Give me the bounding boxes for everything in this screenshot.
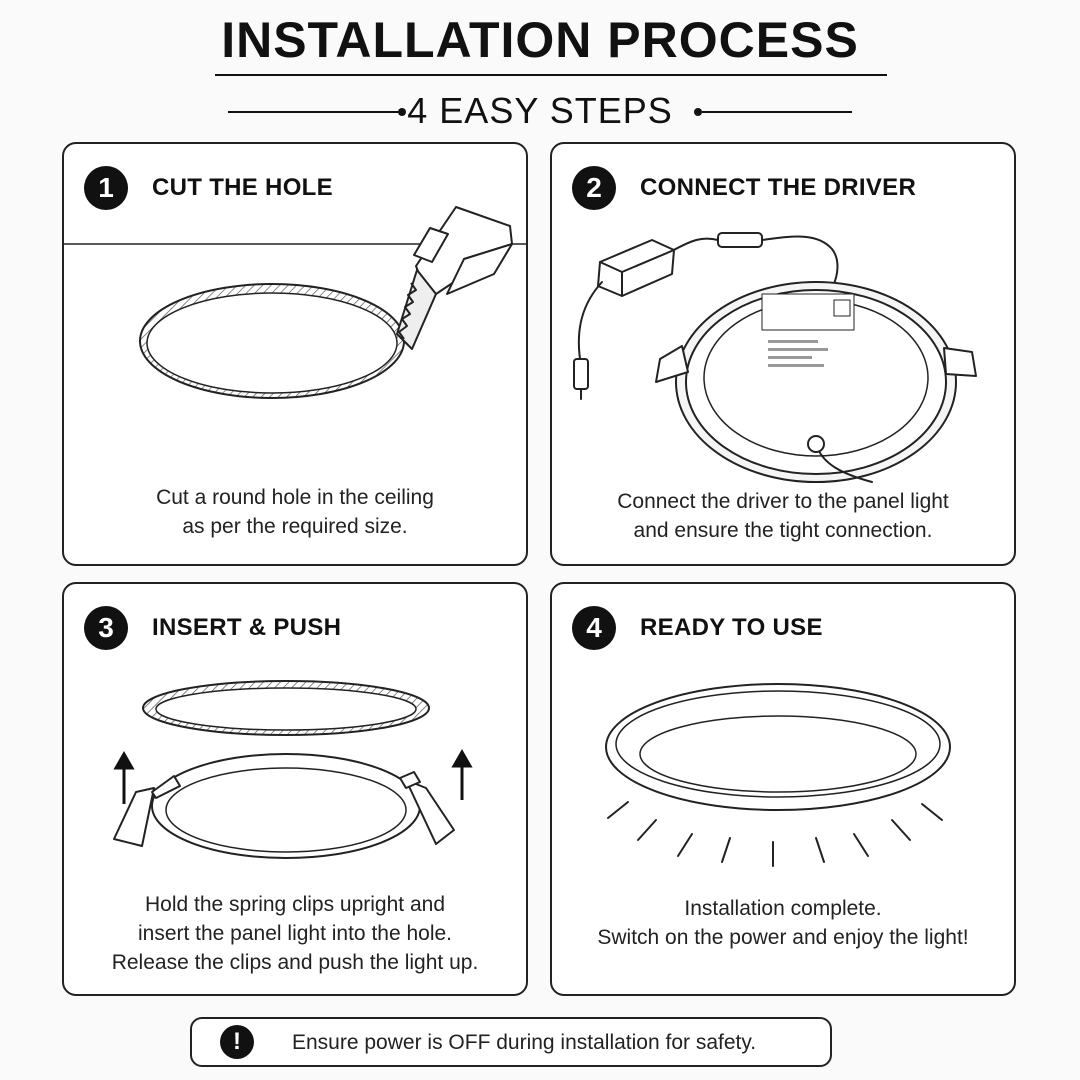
subtitle-dot-right (694, 108, 702, 116)
step-number-badge: 4 (572, 606, 616, 650)
description-line: Release the clips and push the light up. (111, 951, 479, 974)
step-header-1: 1 CUT THE HOLE (84, 164, 333, 212)
step-title: INSERT & PUSH (152, 614, 342, 641)
warning-text: Ensure power is OFF during installation … (292, 1031, 757, 1054)
driver-and-panel-icon (573, 232, 977, 483)
exclamation-icon: ! (220, 1025, 254, 1059)
step-title: CONNECT THE DRIVER (640, 174, 917, 201)
description-line: Connect the driver to the panel light (617, 490, 949, 513)
step-header-2: 2 CONNECT THE DRIVER (572, 164, 916, 212)
subtitle-rule-left (228, 111, 398, 113)
step-header-3: 3 INSERT & PUSH (84, 604, 341, 652)
step-description: Hold the spring clips upright and insert… (64, 890, 526, 977)
description-line: Cut a round hole in the ceiling (156, 486, 434, 509)
page-subtitle: 4 EASY STEPS (407, 90, 673, 131)
step-description: Installation complete. Switch on the pow… (552, 894, 1014, 952)
step-card-3: 3 INSERT & PUSH Hold the spring clips up… (62, 582, 528, 996)
subtitle-rule-right (702, 111, 852, 113)
saw-cutting-ceiling-icon (64, 206, 526, 399)
step-description: Connect the driver to the panel light an… (552, 487, 1014, 545)
step-card-4: 4 READY TO USE Installation complete. Sw… (550, 582, 1016, 996)
step-header-4: 4 READY TO USE (572, 604, 823, 652)
subtitle-dot-left (398, 108, 406, 116)
description-line: Hold the spring clips upright and (144, 893, 445, 916)
insert-panel-icon (113, 680, 473, 859)
description-line: insert the panel light into the hole. (137, 922, 453, 945)
page-title: INSTALLATION PROCESS (221, 12, 859, 68)
description-line: Switch on the power and enjoy the light! (597, 926, 969, 949)
step-card-1: 1 CUT THE HOLE Cut a round hole in the c… (62, 142, 528, 566)
step-number-badge: 1 (84, 166, 128, 210)
glowing-panel-icon (605, 683, 951, 867)
safety-warning-banner: ! Ensure power is OFF during installatio… (190, 1017, 832, 1067)
step-number-badge: 3 (84, 606, 128, 650)
subtitle-row: 4 EASY STEPS (228, 86, 852, 136)
step-description: Cut a round hole in the ceiling as per t… (64, 483, 526, 541)
title-underline (215, 74, 887, 76)
description-line: as per the required size. (182, 515, 408, 538)
step-title: CUT THE HOLE (152, 174, 333, 201)
description-line: Installation complete. (684, 897, 882, 920)
step-title: READY TO USE (640, 614, 823, 641)
description-line: and ensure the tight connection. (633, 519, 933, 542)
step-number-badge: 2 (572, 166, 616, 210)
step-card-2: 2 CONNECT THE DRIVER Connect the driver … (550, 142, 1016, 566)
